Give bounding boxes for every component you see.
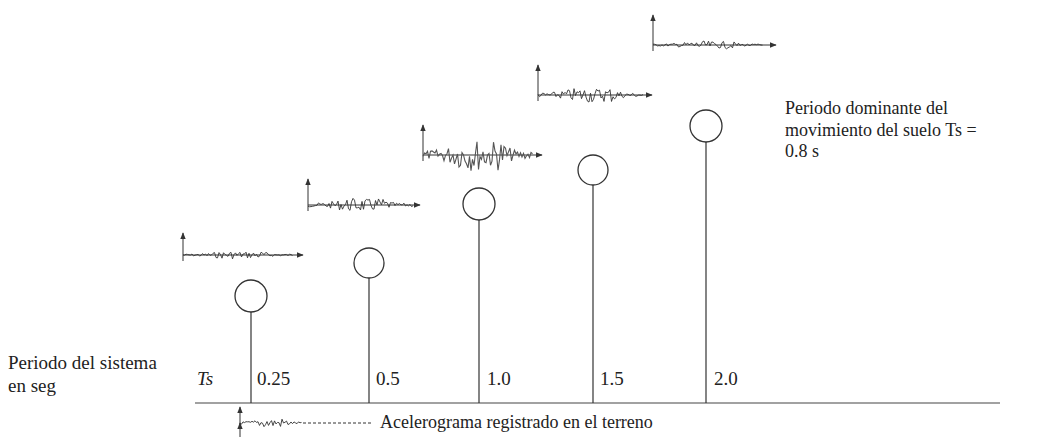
period-value: 0.5: [376, 368, 400, 391]
lumped-mass: [690, 110, 722, 142]
period-value: 2.0: [714, 368, 738, 391]
axis-arrow: [183, 233, 184, 261]
axis-dashed: [303, 423, 372, 424]
accelerogram-trace: [308, 198, 413, 210]
axis-title: Periodo del sistema en seg: [8, 352, 168, 398]
accelerogram-trace: [423, 142, 533, 171]
period-value: 1.0: [487, 368, 511, 391]
pendulum-stem: [592, 185, 593, 403]
accelerogram-trace: [538, 89, 643, 102]
axis-arrow: [240, 407, 241, 437]
ground-line: [195, 402, 1000, 403]
accelerogram-trace: [240, 419, 302, 426]
caption-note: Acelerograma registrado en el terreno: [380, 412, 653, 434]
accelerogram-trace: [653, 41, 763, 49]
axis-arrow: [653, 15, 654, 51]
note: Periodo dominante del movimiento del sue…: [785, 98, 977, 163]
period-symbol: Ts: [197, 368, 213, 391]
period-value: 1.5: [600, 368, 624, 391]
axis-arrow: [240, 423, 241, 429]
pendulum-stem: [705, 142, 706, 403]
pendulum-stem: [478, 220, 479, 403]
period-value: 0.25: [257, 368, 290, 391]
pendulum-stem: [250, 312, 251, 403]
accelerogram-trace: [183, 252, 293, 259]
pendulum-stem: [368, 278, 369, 403]
lumped-mass: [235, 280, 267, 312]
lumped-mass: [354, 248, 384, 278]
lumped-mass: [578, 155, 608, 185]
lumped-mass: [463, 188, 495, 220]
